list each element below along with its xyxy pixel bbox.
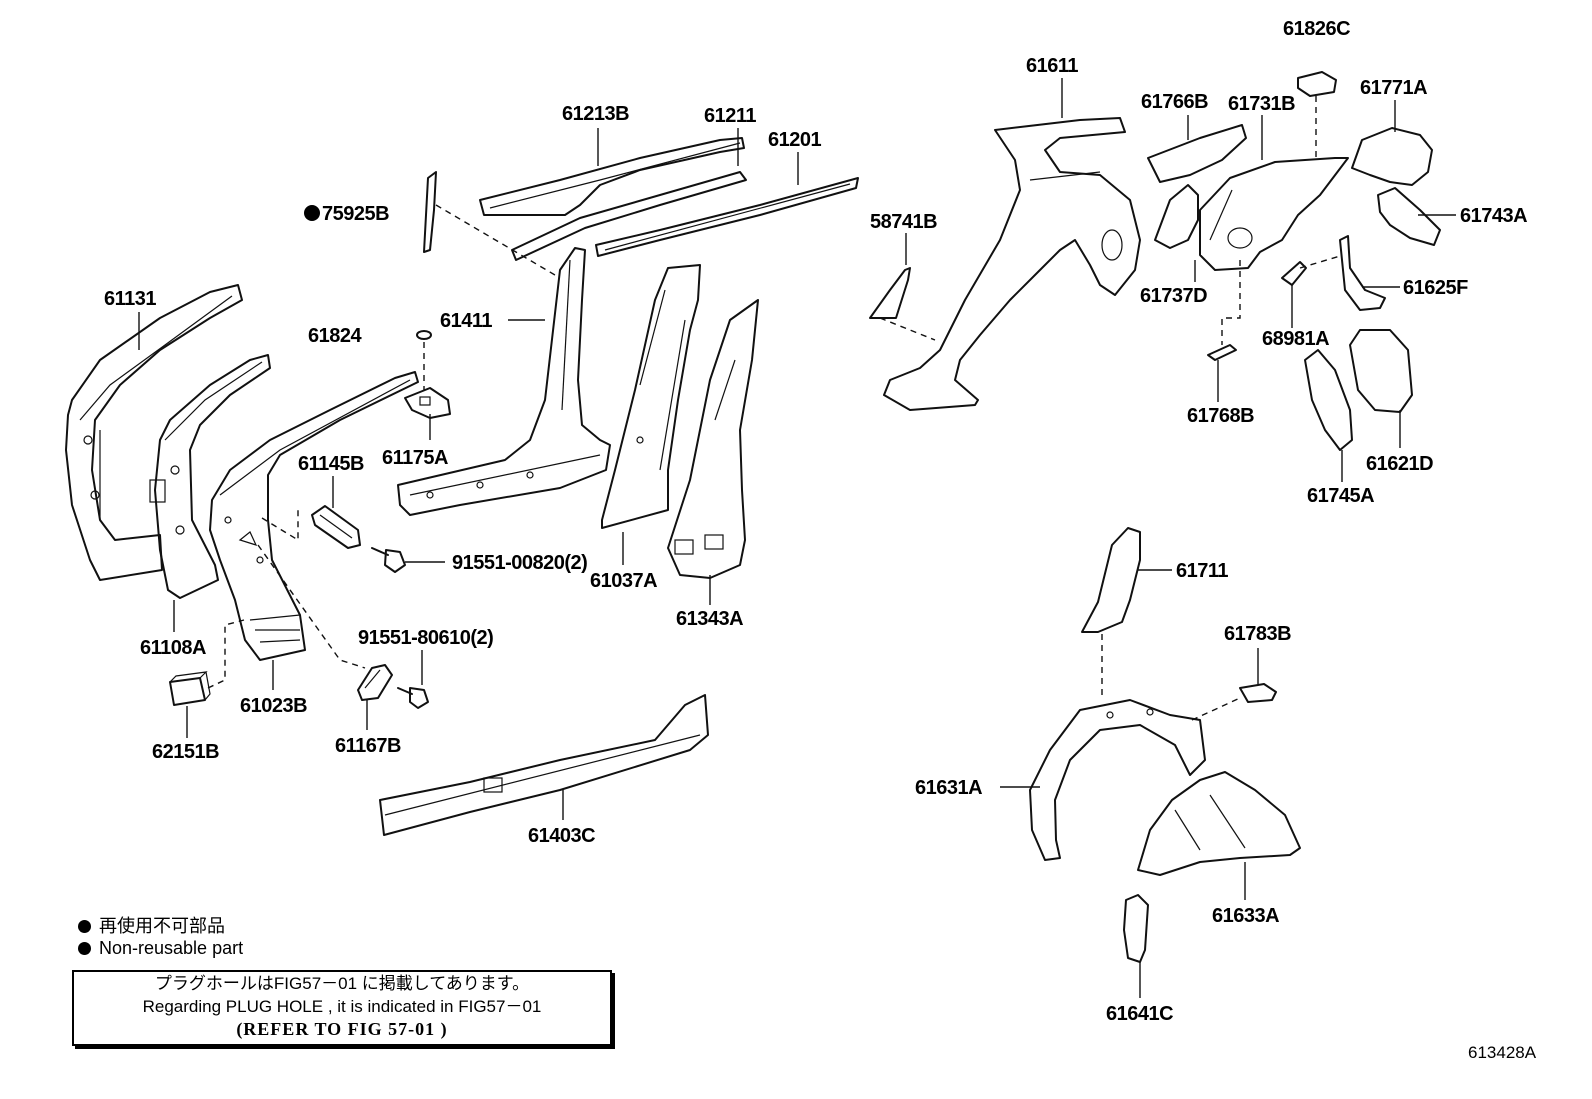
part-61768B-shape xyxy=(1207,344,1237,361)
part-61783B-shape xyxy=(1239,683,1277,703)
part-61743A-shape xyxy=(1377,187,1441,246)
label-61145B: 61145B xyxy=(298,453,364,475)
note-line-2: Regarding PLUG HOLE , it is indicated in… xyxy=(142,997,542,1016)
label-61768B: 61768B xyxy=(1187,405,1254,427)
part-61211-shape xyxy=(511,171,747,261)
label-61745A: 61745A xyxy=(1307,485,1374,507)
part-bolt-00820-shape xyxy=(371,547,406,573)
label-61766B: 61766B xyxy=(1141,91,1208,113)
label-62151B: 62151B xyxy=(152,741,219,763)
label-61411: 61411 xyxy=(440,310,492,332)
label-61826C: 61826C xyxy=(1283,18,1350,40)
label-61211: 61211 xyxy=(704,105,756,127)
leader-75925B-dash xyxy=(435,204,556,276)
figure-code: 613428A xyxy=(1468,1043,1537,1062)
label-61175A: 61175A xyxy=(382,447,448,469)
label-61625F: 61625F xyxy=(1403,277,1468,299)
part-62151B-shape xyxy=(169,671,211,706)
part-61023B-shape xyxy=(209,371,419,661)
bullet-dot-icon xyxy=(78,920,91,933)
leader-lines xyxy=(138,78,1456,998)
label-61037A: 61037A xyxy=(590,570,657,592)
leader-58741B-dash xyxy=(879,317,936,341)
legend-jp: 再使用不可部品 xyxy=(78,912,225,938)
part-61633A-shape xyxy=(1137,771,1301,876)
label-61131: 61131 xyxy=(104,288,156,310)
leader-61783B-dash xyxy=(1191,697,1241,721)
label-91551-00820: 91551-00820(2) xyxy=(452,552,587,574)
label-61641C: 61641C xyxy=(1106,1003,1173,1025)
label-61403C: 61403C xyxy=(528,825,595,847)
note-line-3: (REFER TO FIG 57-01 ) xyxy=(236,1019,448,1039)
part-75925B-shape xyxy=(423,171,437,253)
legend-en: Non-reusable part xyxy=(78,938,243,959)
plug-hole-note: プラグホールはFIG57－01 に掲載してあります。 Regarding PLU… xyxy=(72,970,612,1046)
legend-jp-text: 再使用不可部品 xyxy=(99,916,225,936)
label-61631A: 61631A xyxy=(915,777,982,799)
part-68981A-shape xyxy=(1281,261,1307,286)
label-61711: 61711 xyxy=(1176,560,1228,582)
part-61621D-shape xyxy=(1349,329,1413,413)
leader-61167B-dash xyxy=(257,544,366,669)
label-61783B: 61783B xyxy=(1224,623,1291,645)
label-58741B: 58741B xyxy=(870,211,937,233)
part-61625F-shape xyxy=(1339,235,1386,311)
label-68981A: 68981A xyxy=(1262,328,1329,350)
label-61824: 61824 xyxy=(308,325,362,347)
part-58741B-shape xyxy=(869,267,911,319)
leader-62151B-dash xyxy=(207,619,245,689)
label-61213B: 61213B xyxy=(562,103,629,125)
label-61731B: 61731B xyxy=(1228,93,1295,115)
part-61824-shape xyxy=(416,330,432,340)
leader-61145B-dash xyxy=(261,508,299,542)
note-line-1: プラグホールはFIG57－01 に掲載してあります。 xyxy=(154,974,530,993)
part-61411-shape xyxy=(397,247,611,516)
bullet-dot-icon xyxy=(78,942,91,955)
part-61771A-shape xyxy=(1351,127,1433,186)
part-61641C-shape xyxy=(1123,894,1149,963)
part-61131-shape xyxy=(65,284,243,581)
part-61145B-shape xyxy=(311,505,361,549)
part-61611-shape xyxy=(883,117,1141,411)
label-61743A: 61743A xyxy=(1460,205,1527,227)
label-61737D: 61737D xyxy=(1140,285,1207,307)
part-61766B-shape xyxy=(1147,124,1247,183)
part-61826C-shape xyxy=(1297,71,1337,97)
part-61737D-shape xyxy=(1154,184,1199,249)
part-61711-shape xyxy=(1081,527,1141,633)
part-61631A-shape xyxy=(1029,699,1206,861)
label-61167B: 61167B xyxy=(335,735,401,757)
non-reusable-dot-icon xyxy=(304,205,320,221)
label-91551-80610: 91551-80610(2) xyxy=(358,627,493,649)
part-61175A-shape xyxy=(404,387,451,419)
part-bolt-80610-shape xyxy=(397,687,429,709)
label-75925B: 75925B xyxy=(322,203,389,225)
part-61167B-shape xyxy=(357,664,393,701)
label-61633A: 61633A xyxy=(1212,905,1279,927)
leader-61625F-dash xyxy=(1299,255,1341,269)
part-61037A-shape xyxy=(601,264,701,529)
label-61343A: 61343A xyxy=(676,608,743,630)
leader-61768B-dash xyxy=(1221,260,1241,345)
label-61108A: 61108A xyxy=(140,637,206,659)
part-61201-shape xyxy=(595,177,859,257)
part-61213B-shape xyxy=(479,137,745,216)
part-61108A-shape xyxy=(149,354,271,599)
legend-en-text: Non-reusable part xyxy=(99,938,244,958)
label-61611: 61611 xyxy=(1026,55,1078,77)
label-61023B: 61023B xyxy=(240,695,307,717)
label-61771A: 61771A xyxy=(1360,77,1427,99)
label-61621D: 61621D xyxy=(1366,453,1433,475)
label-61201: 61201 xyxy=(768,129,821,151)
part-61731B-shape xyxy=(1199,157,1349,271)
part-61403C-shape xyxy=(379,694,709,836)
part-61745A-shape xyxy=(1304,349,1353,451)
